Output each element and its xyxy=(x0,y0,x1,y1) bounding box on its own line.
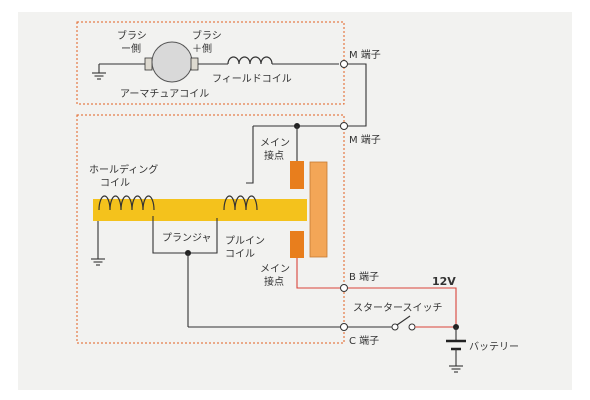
main-contact-top-label-line2: 接点 xyxy=(264,149,284,162)
motor-ground-symbol xyxy=(92,64,106,80)
c-terminal xyxy=(340,323,348,331)
holding-coil-symbol xyxy=(98,195,155,211)
solenoid-section-outline xyxy=(76,114,345,344)
starter-switch-contact-right xyxy=(408,323,416,331)
armature-motor-symbol xyxy=(144,41,199,83)
m-terminal-top xyxy=(340,60,348,68)
m-terminal-link-wire xyxy=(347,63,367,127)
brush-plus-label-line2: ＋側 xyxy=(192,42,212,55)
holding-coil-label-line2: コイル xyxy=(100,178,130,189)
voltage-label: 12V xyxy=(432,275,456,288)
main-contact-bottom xyxy=(290,231,304,258)
pull-in-coil-symbol xyxy=(223,195,258,211)
plunger-label: プランジャ xyxy=(162,232,212,244)
brush-minus-label-line1: ブラシ xyxy=(117,29,147,42)
starter-switch-label: スタータースイッチ xyxy=(353,302,443,314)
m-terminal-top-label: M 端子 xyxy=(349,48,381,61)
field-coil-symbol xyxy=(227,56,273,65)
plunger-bar xyxy=(93,199,307,221)
pull-in-coil-lead-top xyxy=(246,126,254,184)
b-terminal-wire xyxy=(296,258,457,327)
pull-in-coil-label-line2: コイル xyxy=(225,249,255,260)
m-terminal-bottom xyxy=(340,122,348,130)
battery-label: バッテリー xyxy=(469,341,519,353)
pull-in-coil-label-line1: プルイン xyxy=(225,235,265,247)
main-contact-top xyxy=(290,161,304,189)
armature-coil-label: アーマチュアコイル xyxy=(120,88,209,100)
m-terminal-bottom-label: M 端子 xyxy=(349,133,381,146)
contact-plate xyxy=(309,161,328,258)
main-contact-bottom-label-line1: メイン xyxy=(260,264,290,275)
brush-minus-label-line2: ー側 xyxy=(121,42,141,55)
c-terminal-label: C 端子 xyxy=(349,334,379,347)
b-terminal xyxy=(340,284,348,292)
main-contact-top-label-line1: メイン xyxy=(260,138,290,149)
main-contact-bottom-label-line2: 接点 xyxy=(264,275,284,288)
b-terminal-label: B 端子 xyxy=(349,270,379,283)
field-coil-label: フィールドコイル xyxy=(212,74,292,85)
starter-switch-contact xyxy=(391,323,399,331)
battery-symbol xyxy=(446,339,466,373)
starter-switch-lever xyxy=(396,315,411,326)
holding-coil-label-line1: ホールディング xyxy=(89,163,158,176)
brush-plus-label-line1: ブラシ xyxy=(192,29,222,42)
